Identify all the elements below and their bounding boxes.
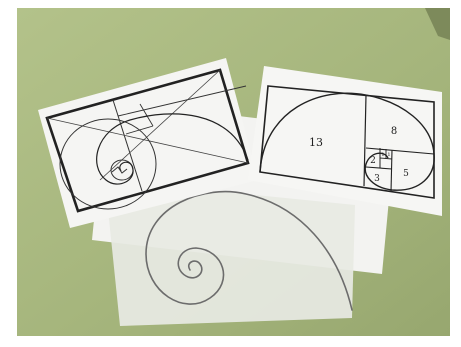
square-label-5: 5: [403, 169, 409, 179]
square-label-8: 8: [391, 126, 397, 137]
square-label-1a: 1: [381, 152, 384, 158]
square-label-1b: 1: [387, 152, 390, 158]
square-label-13: 13: [309, 136, 323, 149]
square-label-3: 3: [374, 174, 380, 184]
square-label-2: 2: [370, 156, 376, 166]
